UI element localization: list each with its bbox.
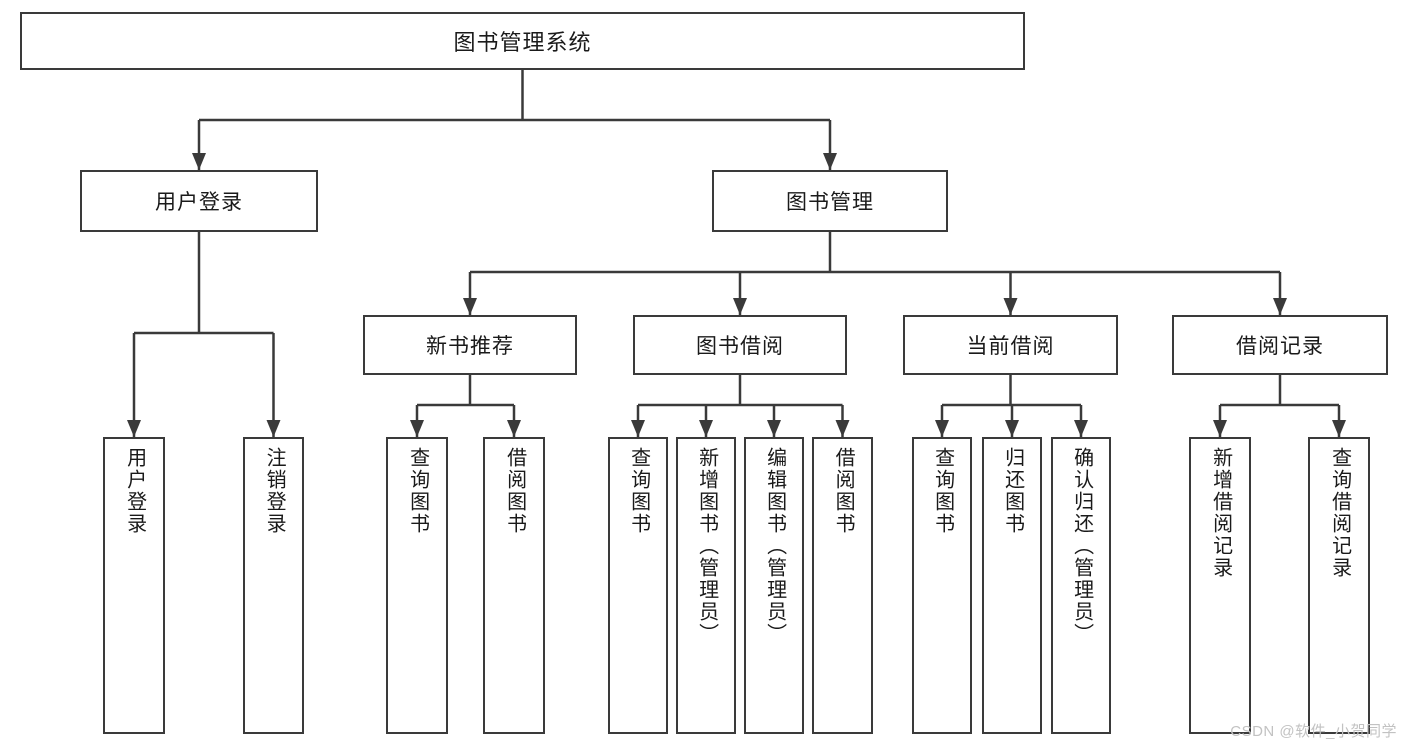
node-label: 当前借阅	[966, 335, 1055, 358]
node-label: 确认归还（管理员）	[1070, 447, 1093, 645]
arrow-head-icon	[463, 298, 477, 315]
node-user-login[interactable]: 用户登录	[80, 170, 318, 232]
arrow-head-icon	[1003, 298, 1018, 315]
node-label: 查询图书	[931, 447, 954, 535]
arrow-head-icon	[266, 420, 281, 437]
node-leaf-user-login[interactable]: 用户登录	[103, 437, 165, 734]
node-new-book-rec[interactable]: 新书推荐	[363, 315, 577, 375]
arrow-head-icon	[699, 420, 713, 437]
node-leaf-query-book-rec[interactable]: 查询图书	[386, 437, 448, 734]
node-label: 用户登录	[123, 447, 146, 535]
arrow-head-icon	[127, 420, 141, 437]
arrow-head-icon	[733, 298, 747, 315]
node-current-borrow[interactable]: 当前借阅	[903, 315, 1118, 375]
node-label: 注销登录	[263, 447, 286, 535]
node-label: 借阅记录	[1236, 335, 1324, 358]
node-leaf-edit-book-admin[interactable]: 编辑图书（管理员）	[744, 437, 804, 734]
arrow-head-icon	[1273, 298, 1287, 315]
arrow-head-icon	[1332, 420, 1346, 437]
node-label: 新书推荐	[426, 335, 514, 358]
arrow-head-icon	[507, 420, 521, 437]
node-label: 新增图书（管理员）	[695, 447, 718, 645]
node-label: 查询借阅记录	[1328, 447, 1351, 579]
arrow-head-icon	[192, 153, 206, 170]
node-leaf-user-logout[interactable]: 注销登录	[243, 437, 304, 734]
node-leaf-add-book-admin[interactable]: 新增图书（管理员）	[676, 437, 736, 734]
arrow-head-icon	[631, 420, 645, 437]
node-label: 借阅图书	[832, 447, 855, 535]
node-leaf-return-book[interactable]: 归还图书	[982, 437, 1042, 734]
arrow-head-icon	[1074, 420, 1088, 437]
node-label: 借阅图书	[503, 447, 526, 535]
node-root[interactable]: 图书管理系统	[20, 12, 1025, 70]
node-label: 编辑图书（管理员）	[763, 447, 786, 645]
arrow-head-icon	[935, 420, 949, 437]
node-leaf-add-borrow-record[interactable]: 新增借阅记录	[1189, 437, 1251, 734]
arrow-head-icon	[767, 420, 781, 437]
watermark: CSDN @软件_小贺同学	[1230, 723, 1397, 740]
node-leaf-borrow-book[interactable]: 借阅图书	[812, 437, 873, 734]
node-label: 查询图书	[406, 447, 429, 535]
node-label: 图书借阅	[696, 335, 784, 358]
node-label: 归还图书	[1001, 447, 1024, 535]
node-leaf-query-book-borrow[interactable]: 查询图书	[608, 437, 668, 734]
arrow-head-icon	[410, 420, 424, 437]
node-leaf-query-borrow-record[interactable]: 查询借阅记录	[1308, 437, 1370, 734]
node-leaf-borrow-book-rec[interactable]: 借阅图书	[483, 437, 545, 734]
node-label: 新增借阅记录	[1209, 447, 1232, 579]
arrow-head-icon	[1005, 420, 1019, 437]
node-label: 图书管理系统	[453, 30, 592, 55]
node-book-manage[interactable]: 图书管理	[712, 170, 948, 232]
node-borrow-record[interactable]: 借阅记录	[1172, 315, 1388, 375]
node-label: 查询图书	[627, 447, 650, 535]
node-leaf-query-book-current[interactable]: 查询图书	[912, 437, 972, 734]
arrow-head-icon	[823, 153, 837, 170]
node-label: 图书管理	[786, 191, 874, 214]
arrow-head-icon	[1213, 420, 1227, 437]
node-book-borrow[interactable]: 图书借阅	[633, 315, 847, 375]
arrow-head-icon	[835, 420, 850, 437]
node-leaf-confirm-return-admin[interactable]: 确认归还（管理员）	[1051, 437, 1111, 734]
node-label: 用户登录	[155, 191, 243, 214]
